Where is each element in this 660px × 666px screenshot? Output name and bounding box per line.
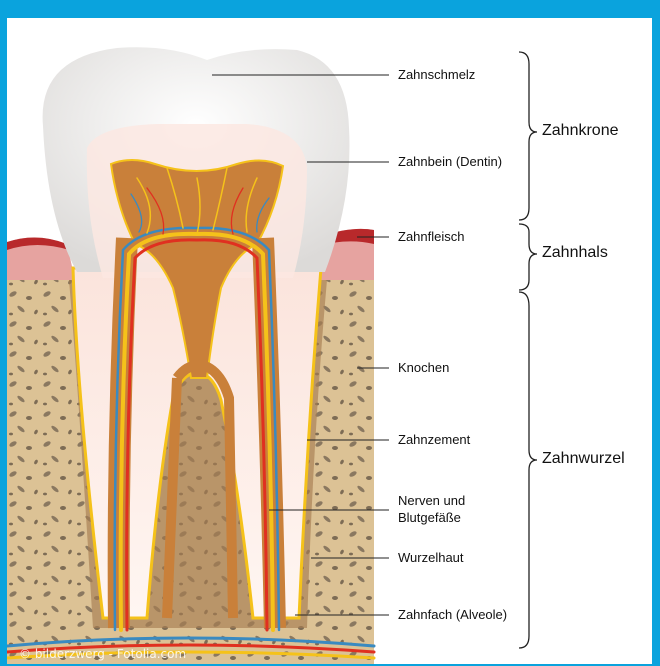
group-root: Zahnwurzel [542, 450, 625, 468]
image-credit: © bilderzwerg - Fotolia.com [19, 647, 186, 661]
group-braces [519, 52, 537, 648]
label-nerves-line2: Blutgefäße [398, 510, 461, 526]
diagram-frame: Zahnschmelz Zahnbein (Dentin) Zahnfleisc… [7, 18, 652, 664]
label-bone: Knochen [398, 360, 449, 376]
label-socket: Zahnfach (Alveole) [398, 607, 507, 623]
label-root-membrane: Wurzelhaut [398, 550, 464, 566]
tooth-illustration [7, 18, 652, 664]
label-cementum: Zahnzement [398, 432, 470, 448]
label-gum: Zahnfleisch [398, 229, 464, 245]
label-nerves-line1: Nerven und [398, 493, 465, 509]
label-dentin: Zahnbein (Dentin) [398, 154, 502, 170]
label-enamel: Zahnschmelz [398, 67, 475, 83]
group-neck: Zahnhals [542, 244, 608, 262]
group-crown: Zahnkrone [542, 122, 619, 140]
